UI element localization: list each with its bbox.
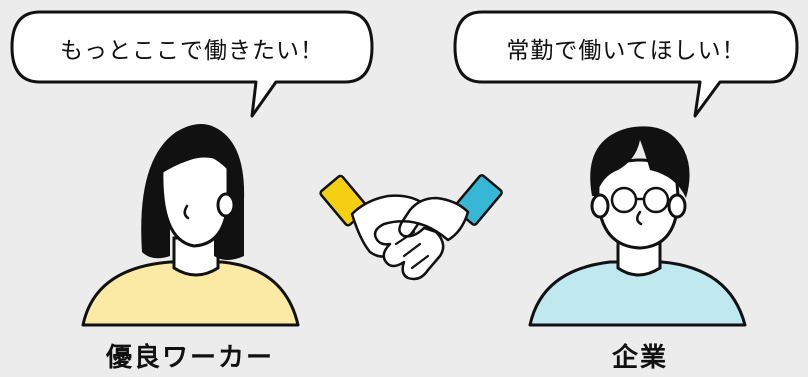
worker-speech-text: もっとここで働きたい！ — [60, 38, 324, 64]
company-hair — [590, 126, 690, 198]
worker-ear — [216, 192, 236, 218]
worker-label: 優良ワーカー — [105, 343, 274, 373]
company-neck — [616, 238, 662, 277]
finger-lines — [394, 230, 430, 270]
company-shirt — [528, 260, 747, 327]
handshake-icon — [319, 174, 503, 281]
worker-fringe — [158, 134, 236, 176]
company-face — [596, 158, 680, 250]
worker-neck — [172, 236, 220, 277]
glasses-icon — [610, 186, 670, 214]
right-hand — [373, 196, 470, 281]
company-character — [528, 126, 747, 327]
worker-character — [81, 124, 300, 327]
left-speech-bubble — [10, 10, 374, 118]
company-speech-text: 常勤で働いてほしい！ — [506, 38, 746, 64]
company-nose — [636, 210, 643, 226]
worker-nose — [183, 204, 190, 220]
right-speech-bubble — [453, 10, 799, 118]
company-left-ear — [590, 193, 610, 219]
company-right-ear — [667, 193, 687, 219]
company-label: 企業 — [611, 343, 668, 373]
